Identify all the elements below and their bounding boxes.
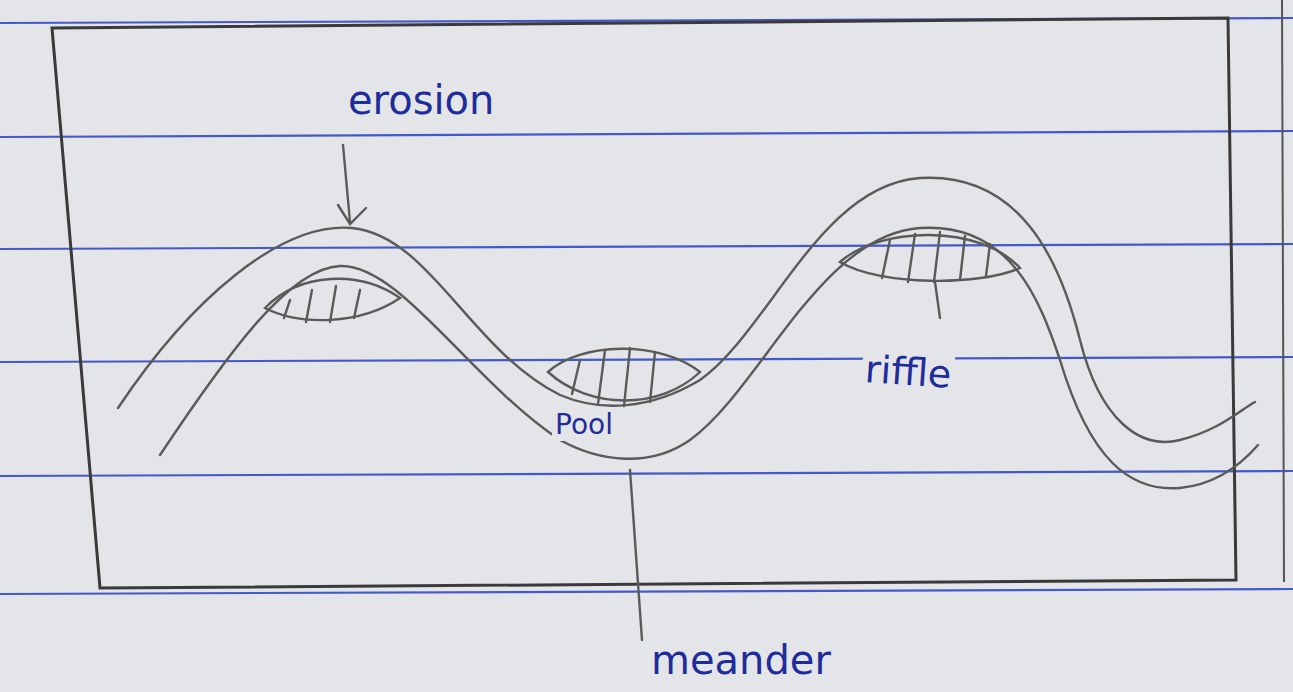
label-text: erosion	[345, 78, 497, 122]
label-text: Pool	[552, 410, 616, 441]
label-text: riffle	[861, 349, 956, 397]
label-text: meander	[648, 638, 834, 682]
